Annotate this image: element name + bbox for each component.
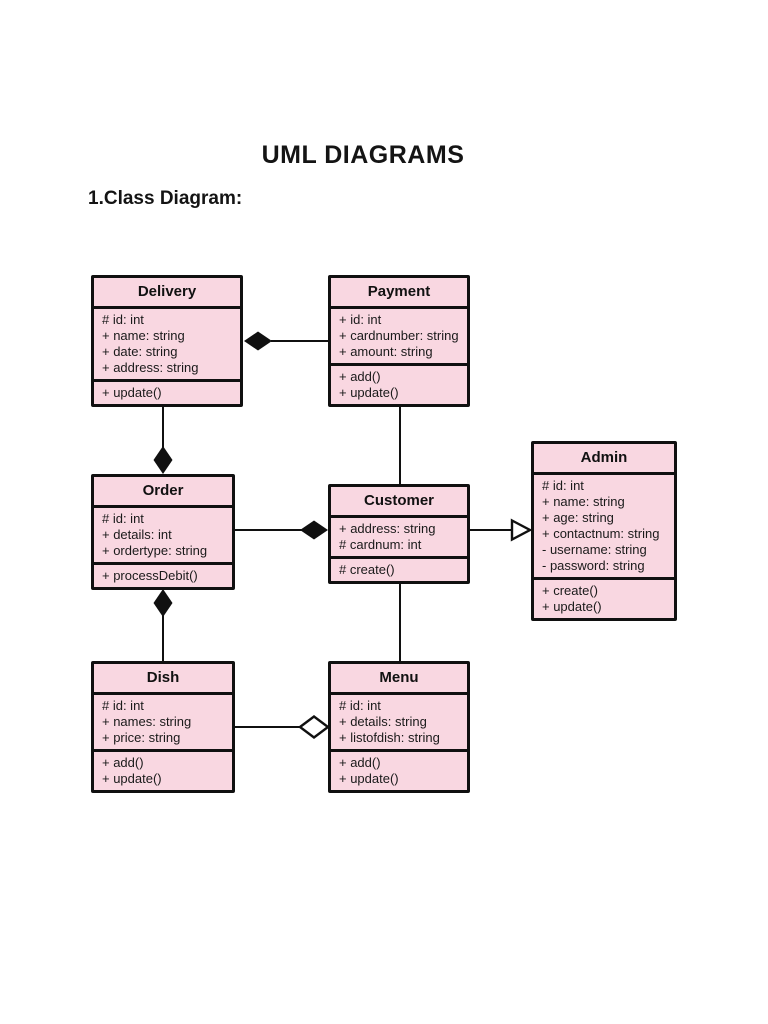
class-title: Order (142, 482, 184, 499)
connector-order-customer-composition (235, 520, 328, 540)
attribute: + amount: string (339, 344, 433, 359)
attribute: # id: int (542, 478, 584, 493)
class-order: Order # id: int + details: int + orderty… (91, 474, 235, 590)
class-attributes: # id: int + details: string + listofdish… (331, 692, 467, 749)
class-title: Dish (146, 669, 180, 686)
method: + add() (339, 369, 381, 384)
class-attributes: # id: int + name: string + age: string +… (534, 472, 674, 577)
attribute: + id: int (339, 312, 382, 327)
method: + update() (102, 385, 162, 400)
method: + add() (339, 755, 381, 770)
attribute: + age: string (542, 510, 614, 525)
class-title: Admin (580, 449, 628, 466)
class-delivery: Delivery # id: int + name: string + date… (91, 275, 243, 407)
method: + processDebit() (102, 568, 198, 583)
class-methods: + create() + update() (534, 577, 674, 618)
method: + update() (542, 599, 602, 614)
attribute: - password: string (542, 558, 645, 573)
attribute: + names: string (102, 714, 192, 729)
connector-order-dish-composition (153, 589, 173, 661)
attribute: # id: int (102, 511, 144, 526)
class-methods: + add() + update() (331, 749, 467, 790)
method: + add() (102, 755, 144, 770)
attribute: + details: string (339, 714, 427, 729)
attribute: + listofdish: string (339, 730, 440, 745)
attribute: - username: string (542, 542, 647, 557)
class-admin: Admin # id: int + name: string + age: st… (531, 441, 677, 621)
attribute: # id: int (102, 312, 144, 327)
class-customer: Customer + address: string # cardnum: in… (328, 484, 470, 584)
class-methods: + add() + update() (94, 749, 232, 790)
attribute: + address: string (339, 521, 436, 536)
attribute: + address: string (102, 360, 199, 375)
class-title: Customer (363, 492, 434, 509)
attribute: + details: int (102, 527, 172, 542)
attribute: # id: int (102, 698, 144, 713)
attribute: # cardnum: int (339, 537, 422, 552)
attribute: # id: int (339, 698, 381, 713)
method: + update() (339, 385, 399, 400)
class-payment: Payment + id: int + cardnumber: string +… (328, 275, 470, 407)
attribute: + price: string (102, 730, 181, 745)
class-menu: Menu # id: int + details: string + listo… (328, 661, 470, 793)
page-title: UML DIAGRAMS (261, 141, 465, 169)
class-title: Delivery (137, 283, 197, 300)
connector-customer-admin-generalization (470, 518, 533, 542)
class-attributes: + id: int + cardnumber: string + amount:… (331, 306, 467, 363)
attribute: + name: string (102, 328, 185, 343)
attribute: + name: string (542, 494, 625, 509)
method: + update() (102, 771, 162, 786)
class-methods: # create() (331, 556, 467, 581)
class-methods: + add() + update() (331, 363, 467, 404)
attribute: + cardnumber: string (339, 328, 459, 343)
class-title: Payment (367, 283, 431, 300)
attribute: + ordertype: string (102, 543, 208, 558)
connector-delivery-payment-composition (244, 331, 328, 351)
class-attributes: + address: string # cardnum: int (331, 515, 467, 556)
connector-delivery-order-composition (153, 407, 173, 474)
class-methods: + processDebit() (94, 562, 232, 587)
method: # create() (339, 562, 395, 577)
method: + create() (542, 583, 598, 598)
attribute: + contactnum: string (542, 526, 660, 541)
connector-dish-menu-aggregation (235, 715, 330, 739)
attribute: + date: string (102, 344, 178, 359)
section-heading: 1.Class Diagram: (88, 188, 243, 209)
class-attributes: # id: int + names: string + price: strin… (94, 692, 232, 749)
class-title: Menu (379, 669, 419, 686)
class-attributes: # id: int + details: int + ordertype: st… (94, 505, 232, 562)
method: + update() (339, 771, 399, 786)
class-attributes: # id: int + name: string + date: string … (94, 306, 240, 379)
class-dish: Dish # id: int + names: string + price: … (91, 661, 235, 793)
class-methods: + update() (94, 379, 240, 404)
